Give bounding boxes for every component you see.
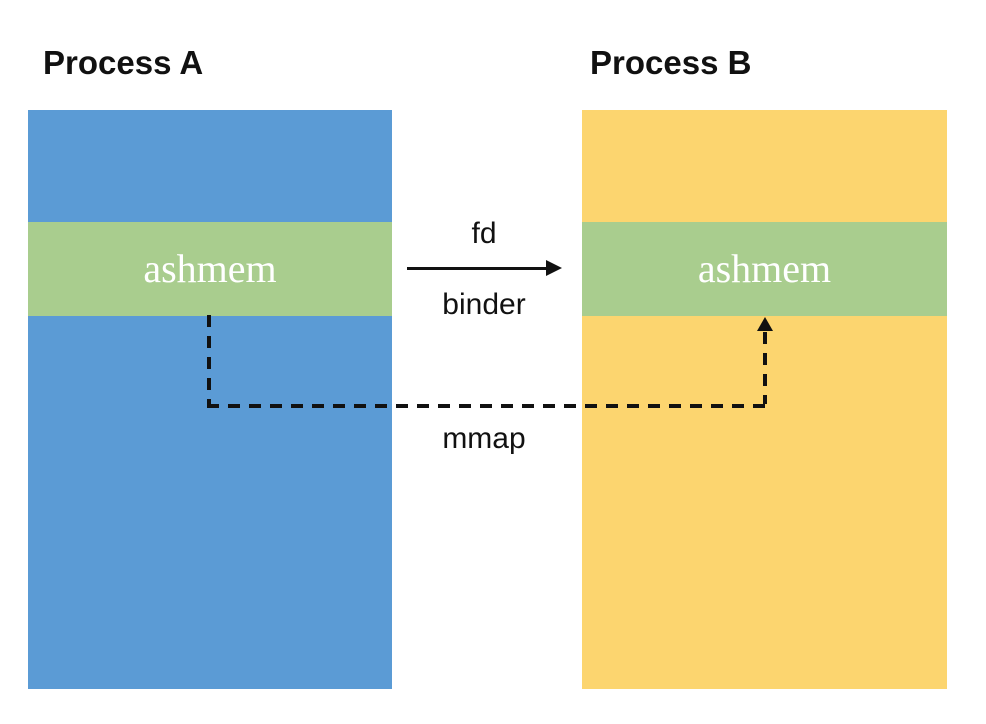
process-a-title: Process A: [43, 44, 204, 81]
fd-label: fd: [471, 217, 497, 250]
fd-binder-arrow-head-icon: [546, 260, 562, 276]
process-b-memory-box: ashmem: [582, 110, 947, 689]
mmap-label: mmap: [442, 422, 526, 455]
process-b-title: Process B: [590, 44, 752, 81]
mmap-dashed-segment-across: [207, 404, 767, 408]
binder-label: binder: [442, 288, 526, 321]
process-a-ashmem-label: ashmem: [143, 246, 277, 291]
process-b-ashmem-segment: ashmem: [582, 222, 947, 316]
mmap-arrow-head-icon: [757, 317, 773, 331]
process-a-ashmem-segment: ashmem: [28, 222, 392, 316]
mmap-dashed-segment-down: [207, 315, 211, 405]
fd-binder-arrow-line: [407, 267, 548, 270]
process-a-memory-box: ashmem: [28, 110, 392, 689]
mmap-dashed-segment-up: [763, 332, 767, 404]
process-b-ashmem-label: ashmem: [697, 246, 832, 291]
